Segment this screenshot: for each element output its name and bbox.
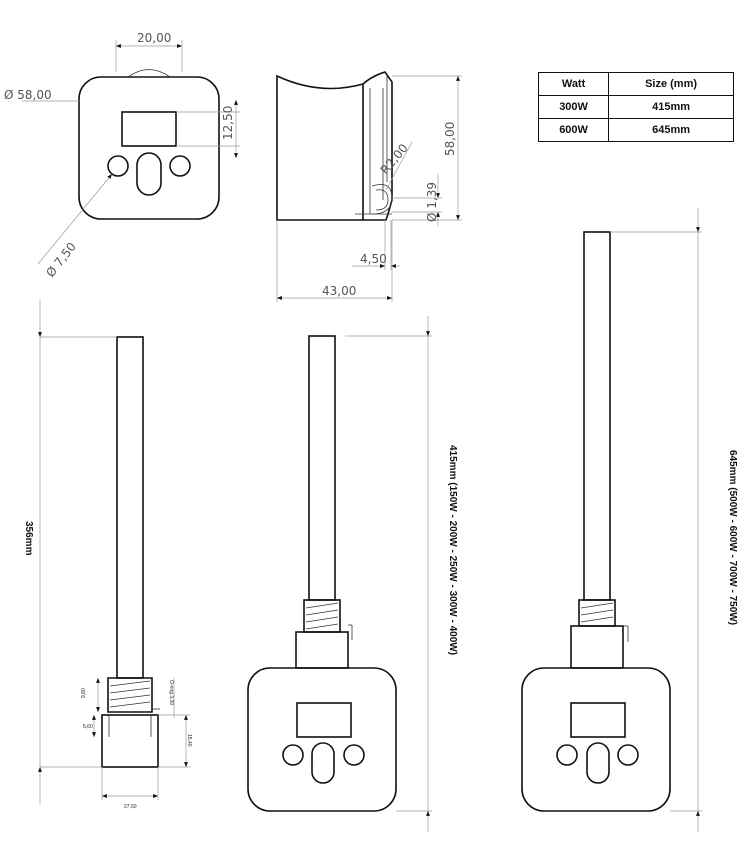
element-356: 356mm 9,80 5,60 O-ring 3,30 15,40 27,60 <box>23 300 192 810</box>
threaded-fitting <box>107 677 153 713</box>
front-diameter-label: Ø 58,00 <box>4 88 52 102</box>
left-button-circle <box>107 155 129 177</box>
display-window <box>570 702 626 738</box>
hex-nut <box>570 625 624 669</box>
size-cell: 645mm <box>608 118 734 142</box>
side-depth-label: 43,00 <box>322 284 356 298</box>
button-diameter-label: Ø 7,50 <box>43 240 79 280</box>
display-window <box>121 111 177 147</box>
side-view: 58,00 R2,00 Ø 1,39 4,50 43,00 <box>276 71 462 302</box>
spec-table: Watt Size (mm) 300W 415mm 600W 645mm <box>537 72 734 142</box>
center-oval-button <box>586 742 610 784</box>
left-dim-c: O-ring 3,30 <box>168 680 174 705</box>
left-width-label: 27,60 <box>124 804 137 810</box>
control-box <box>247 667 397 812</box>
left-button-circle <box>556 744 578 766</box>
hex-nut <box>101 714 159 768</box>
left-dim-d: 15,40 <box>186 734 192 747</box>
display-window <box>296 702 352 738</box>
left-dim-b: 5,60 <box>83 724 93 730</box>
front-width-label: 20,00 <box>137 31 171 45</box>
side-offset-label: 4,50 <box>360 252 387 266</box>
control-box-outline <box>78 76 220 220</box>
right-button-circle <box>617 744 639 766</box>
threaded-fitting <box>303 599 341 633</box>
right-length-label: 645mm (500W - 600W - 700W - 750W) <box>727 450 738 625</box>
left-dim-a: 9,80 <box>81 688 87 698</box>
watt-cell: 300W <box>537 95 610 119</box>
left-length-label: 356mm <box>23 521 34 556</box>
size-column-header: Size (mm) <box>608 72 734 96</box>
side-height-label: 58,00 <box>443 122 457 156</box>
right-button-circle <box>169 155 191 177</box>
size-cell: 415mm <box>608 95 734 119</box>
side-small-diameter-label: Ø 1,39 <box>425 182 439 222</box>
heating-rod <box>116 336 144 679</box>
display-height-label: 12,50 <box>221 106 235 140</box>
element-645: 645mm (500W - 600W - 700W - 750W) <box>521 208 738 832</box>
cable-bump <box>127 69 171 78</box>
table-row: 600W 645mm <box>537 118 734 142</box>
element-415: 415mm (150W - 200W - 250W - 300W - 400W) <box>247 316 458 832</box>
table-header-row: Watt Size (mm) <box>537 72 734 96</box>
heating-rod <box>583 231 611 601</box>
center-oval-button <box>311 742 335 784</box>
watt-column-header: Watt <box>537 72 610 96</box>
left-button-circle <box>282 744 304 766</box>
hex-nut <box>295 631 349 669</box>
heating-rod <box>308 335 336 601</box>
side-radius-label: R2,00 <box>378 141 411 177</box>
control-box <box>521 667 671 812</box>
middle-length-label: 415mm (150W - 200W - 250W - 300W - 400W) <box>447 445 458 655</box>
watt-cell: 600W <box>537 118 610 142</box>
table-row: 300W 415mm <box>537 95 734 119</box>
side-body-outline <box>276 74 364 221</box>
center-oval-button <box>136 152 162 196</box>
front-view: 20,00 Ø 58,00 12,50 Ø 7,50 <box>4 31 240 280</box>
right-button-circle <box>343 744 365 766</box>
